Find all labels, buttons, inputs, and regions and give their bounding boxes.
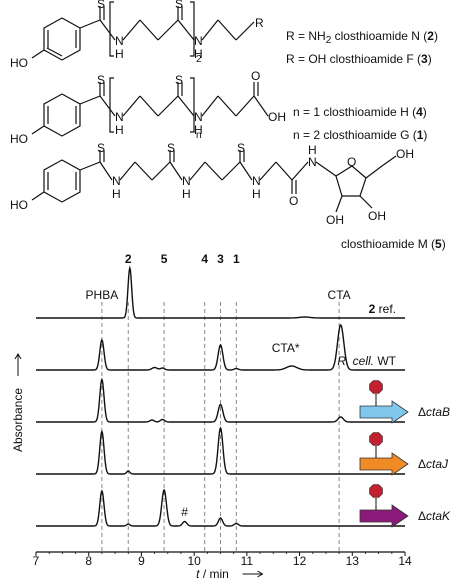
reference-label: 4 [201,252,208,266]
structure-caption: closthioamide M (5) [341,237,446,251]
annotations: CTA* # [181,341,300,519]
x-tick-label: 7 [33,554,40,568]
structure-closthioamide-m [31,150,397,213]
x-tick-label: 9 [138,554,145,568]
reference-label: CTA [328,288,351,302]
atom-label: N [115,34,124,48]
knockout-octagon [369,484,383,498]
atom-label: OH [268,110,286,124]
atom-label: R [255,16,264,30]
atom-label: S [237,141,245,155]
gene-construct: ΔctaB [359,380,450,424]
gene-label: ΔctaJ [418,457,449,471]
atom-label: S [97,141,105,155]
x-tick-label: 12 [293,554,307,568]
atom-label: N [194,34,203,48]
reference-label: 2 [125,252,132,266]
reference-label: 3 [217,252,224,266]
series-label: R. cell. WT [337,354,396,368]
atom-label: H [308,143,317,157]
series-label: 2 ref. [369,302,396,316]
atom-label: N [182,174,191,188]
repeat-subscript: n [196,130,202,141]
structure-3-labels: S S S N H N H N H N H O O OH OH OH HO cl… [10,141,446,251]
structure-2-labels: S S N H N H O OH HO n n = 1 closthioamid… [10,69,427,146]
structure-caption: R = OH closthioamide F (3) [286,52,432,66]
annotation-hash: # [181,505,188,519]
atom-label: O [289,194,298,208]
structure-closthioamide-h-g [31,77,269,137]
x-tick-label: 14 [398,554,412,568]
chromatogram-trace [36,377,405,423]
repeat-subscript: 2 [196,54,202,65]
atom-label: N [112,174,121,188]
structure-caption: n = 2 closthioamide G (1) [293,128,427,142]
atom-label: O [347,155,356,169]
chromatogram-trace [36,426,405,475]
gene-constructs: ΔctaB ΔctaJ ΔctaK [359,380,451,528]
atom-label: S [175,73,183,87]
atom-label: H [194,123,203,137]
gene-label: ΔctaK [418,509,451,523]
atom-label: N [115,110,124,124]
gene-arrow [359,504,409,528]
atom-label: HO [10,198,28,212]
annotation-cta-star: CTA* [272,341,300,355]
chromatogram-trace [36,488,405,527]
knockout-octagon [369,380,383,394]
x-tick-label: 13 [346,554,360,568]
atom-label: S [167,141,175,155]
structure-closthioamide-n-f [31,1,255,61]
reference-label: PHBA [86,288,119,302]
gene-arrow [359,452,409,476]
x-axis-label: t / min [196,567,229,581]
gene-construct: ΔctaK [359,484,451,528]
atom-label: H [194,47,203,61]
atom-label: S [175,0,183,11]
x-axis: 7 8 9 10 11 12 13 14 t / min Absorbance [11,353,412,581]
x-tick-label: 10 [187,554,201,568]
atom-label: N [194,110,203,124]
structure-caption: R = NH2 closthioamide N (2) [286,29,438,46]
y-axis-arrow [14,353,22,376]
gene-construct: ΔctaJ [359,432,449,476]
chromatogram-trace [36,323,405,371]
atom-label: S [97,0,105,11]
x-tick-label: 8 [85,554,92,568]
atom-label: S [97,73,105,87]
atom-label: HO [10,132,28,146]
gene-label: ΔctaB [418,405,450,419]
atom-label: OH [368,209,386,223]
atom-label: N [308,155,317,169]
reference-label: 5 [161,252,168,266]
atom-label: H [112,187,121,201]
atom-label: H [115,123,124,137]
knockout-octagon [369,432,383,446]
atom-label: O [251,69,260,83]
atom-label: OH [326,213,344,227]
x-tick-label: 11 [241,554,254,568]
atom-label: H [182,187,191,201]
structure-caption: n = 1 closthioamide H (4) [293,105,427,119]
atom-label: H [115,47,124,61]
traces: 2 ref. R. cell. WT [36,265,405,527]
y-axis-label: Absorbance [11,388,25,452]
reference-label: 1 [233,252,240,266]
chromatogram-trace [36,265,405,319]
atom-label: H [252,187,261,201]
gene-arrow [359,400,409,424]
atom-label: HO [10,56,28,70]
x-axis-arrow [242,570,264,578]
atom-label: N [252,174,261,188]
atom-label: OH [396,147,414,161]
structure-1-labels: S S N H N H R HO 2 R = NH2 closthioamide… [10,0,438,70]
